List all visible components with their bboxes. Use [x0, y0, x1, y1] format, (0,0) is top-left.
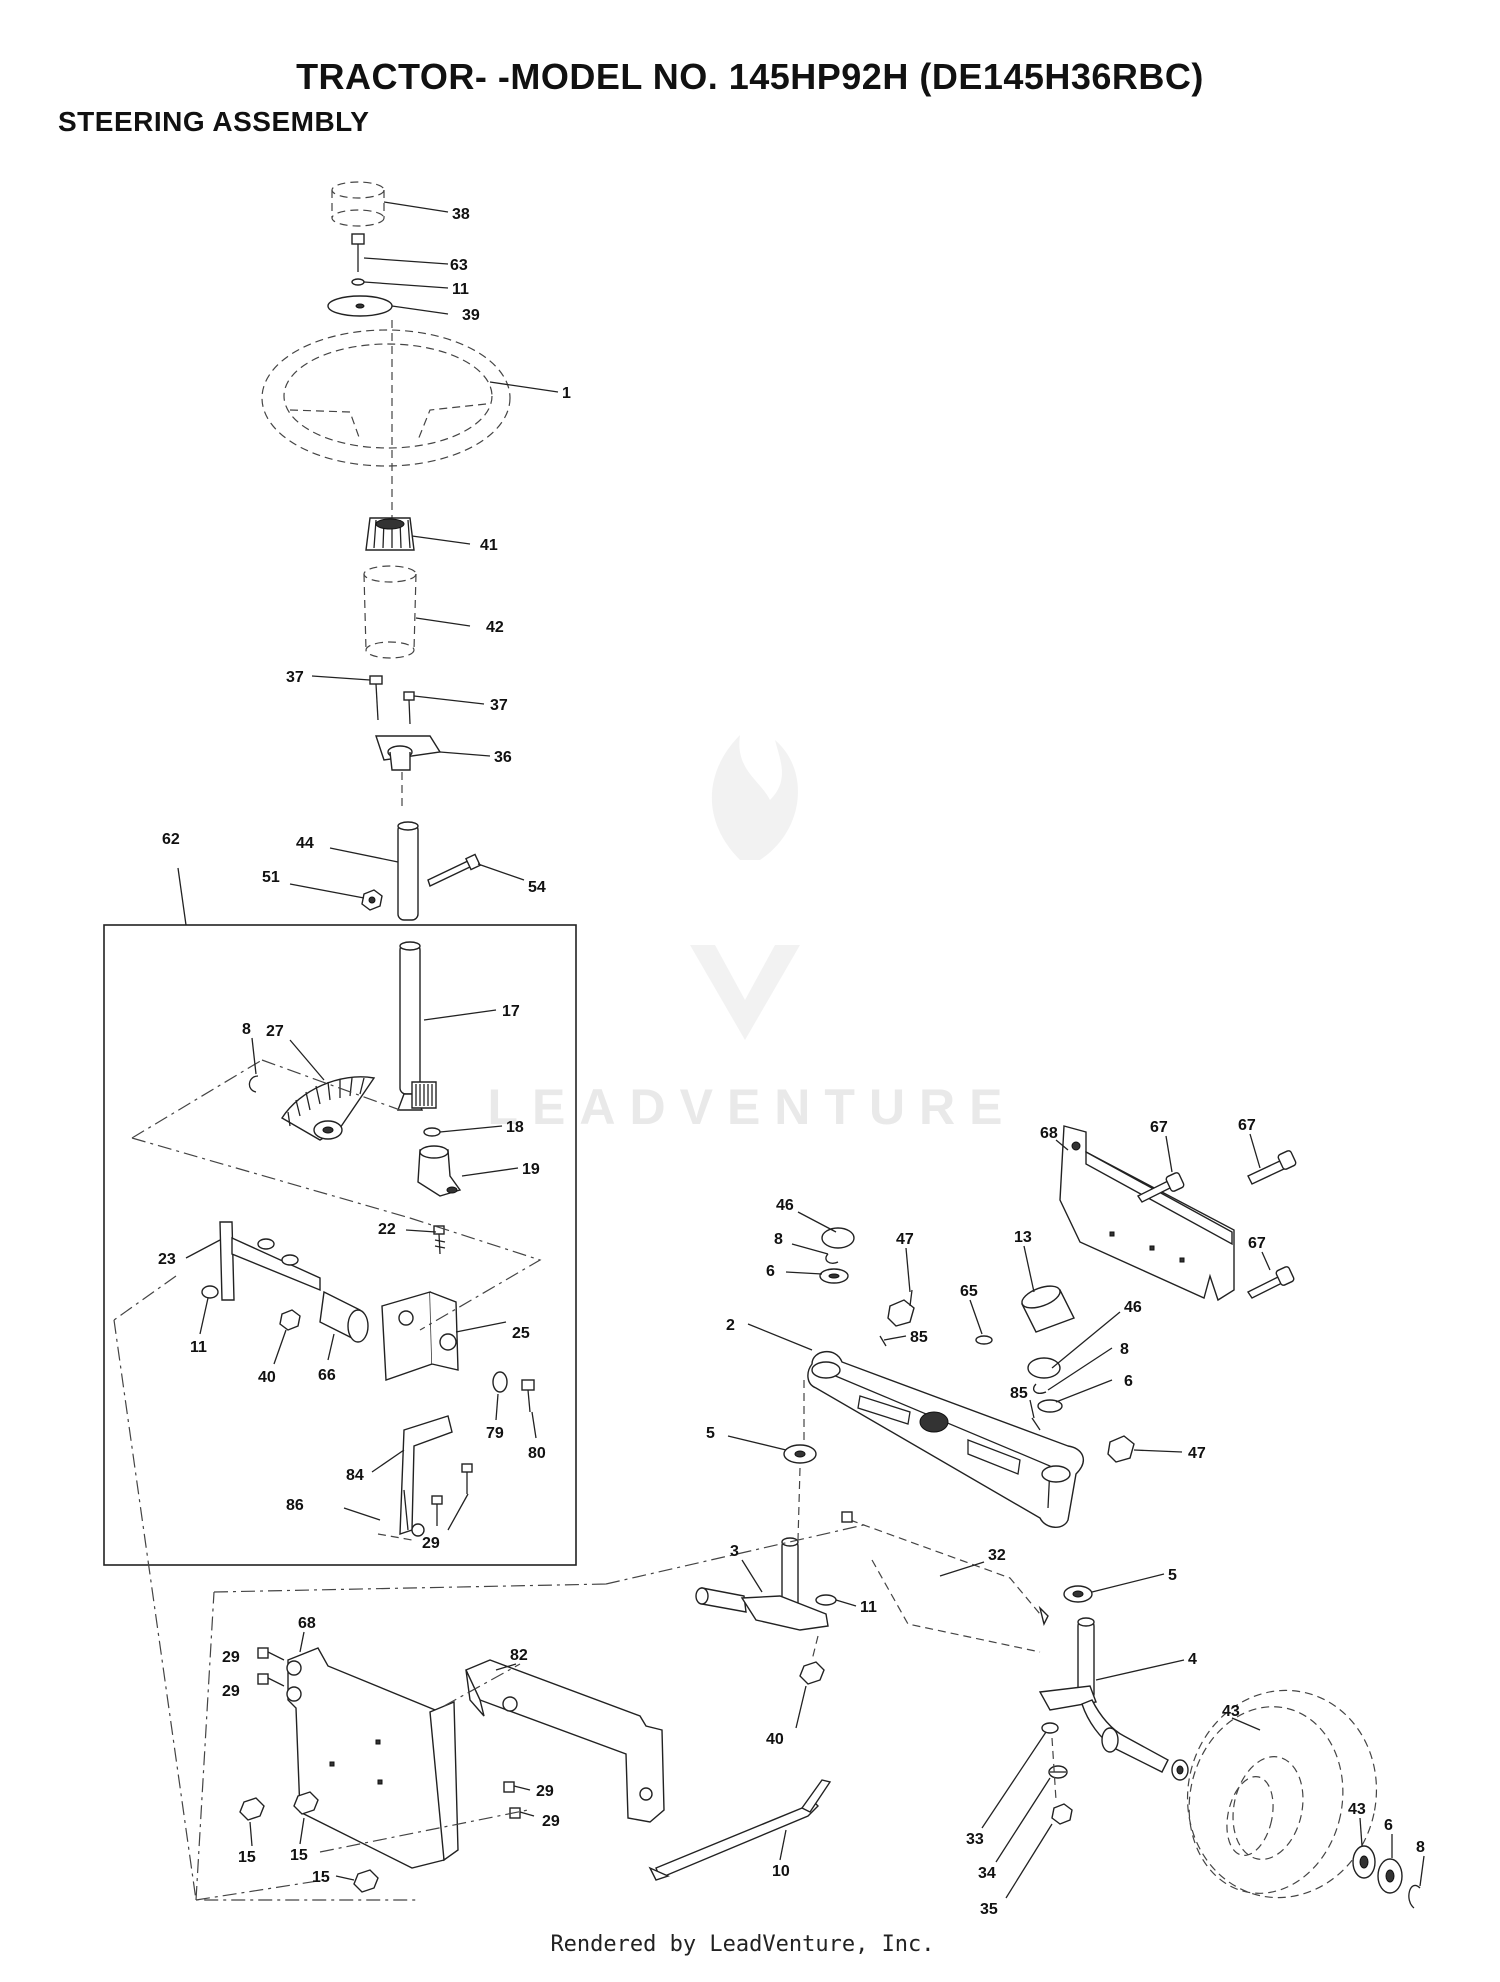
callout-label: 65 — [960, 1283, 978, 1300]
callout-label: 46 — [1124, 1299, 1142, 1316]
callout-label: 51 — [262, 869, 280, 886]
callout-label: 43 — [1222, 1703, 1240, 1720]
callout-label: 82 — [510, 1647, 528, 1664]
callout-label: 15 — [312, 1869, 330, 1886]
callout-label: 32 — [988, 1547, 1006, 1564]
callout-label: 15 — [290, 1847, 308, 1864]
callout-label: 39 — [462, 307, 480, 324]
callout-label: 63 — [450, 257, 468, 274]
callout-label: 47 — [896, 1231, 914, 1248]
lower-bracket-parts — [113, 1319, 1041, 1901]
callout-label: 17 — [502, 1003, 520, 1020]
callout-label: 29 — [542, 1813, 560, 1830]
callout-label: 66 — [318, 1367, 336, 1384]
callout-label: 11 — [452, 281, 469, 298]
callout-label: 80 — [528, 1445, 546, 1462]
callout-label: 11 — [190, 1339, 207, 1356]
callout-label: 36 — [494, 749, 512, 766]
steering-gear-assembly-box — [103, 867, 577, 1566]
callout-label: 40 — [766, 1731, 784, 1748]
callout-label: 5 — [706, 1425, 715, 1442]
callout-label: 2 — [726, 1317, 735, 1334]
callout-label: 19 — [522, 1161, 540, 1178]
page-title: TRACTOR- -MODEL NO. 145HP92H (DE145H36RB… — [296, 56, 1204, 97]
leadventure-watermark-logo — [690, 735, 800, 1040]
callout-label: 85 — [910, 1329, 928, 1346]
callout-label: 6 — [1384, 1817, 1393, 1834]
callout-label: 44 — [296, 835, 314, 852]
callout-label: 8 — [1120, 1341, 1129, 1358]
callout-label: 29 — [222, 1649, 240, 1666]
callout-label: 18 — [506, 1119, 524, 1136]
section-title: STEERING ASSEMBLY — [58, 106, 370, 137]
callout-label: 67 — [1238, 1117, 1256, 1134]
callout-label: 47 — [1188, 1445, 1206, 1462]
steering-column-parts — [261, 181, 511, 921]
watermark-text: LEADVENTURE — [487, 1079, 1016, 1135]
callout-label: 67 — [1248, 1235, 1266, 1252]
callout-label: 37 — [286, 669, 304, 686]
callout-label: 38 — [452, 206, 470, 223]
callout-label: 11 — [860, 1599, 877, 1616]
callout-label: 6 — [1124, 1373, 1133, 1390]
callout-label: 3 — [730, 1543, 739, 1560]
callout-label: 41 — [480, 537, 498, 554]
callout-label: 79 — [486, 1425, 504, 1442]
callout-label: 25 — [512, 1325, 530, 1342]
front-axle-parts — [695, 1125, 1421, 1909]
callout-label: 13 — [1014, 1229, 1032, 1246]
callout-label: 68 — [1040, 1125, 1058, 1142]
callout-label: 68 — [298, 1615, 316, 1632]
callout-label: 27 — [266, 1023, 284, 1040]
callout-label: 4 — [1188, 1651, 1197, 1668]
callout-label: 6 — [766, 1263, 775, 1280]
callout-label: 62 — [162, 831, 180, 848]
callout-label: 84 — [346, 1467, 364, 1484]
callout-label: 85 — [1010, 1385, 1028, 1402]
callout-label: 43 — [1348, 1801, 1366, 1818]
callout-label: 22 — [378, 1221, 396, 1238]
callout-label: 46 — [776, 1197, 794, 1214]
callout-label: 5 — [1168, 1567, 1177, 1584]
callout-label: 10 — [772, 1863, 790, 1880]
callout-label: 8 — [774, 1231, 783, 1248]
callout-label: 29 — [222, 1683, 240, 1700]
callout-label: 54 — [528, 879, 546, 896]
callout-label: 35 — [980, 1901, 998, 1918]
callout-label: 15 — [238, 1849, 256, 1866]
callout-leaders — [185, 201, 1425, 1899]
callout-labels: 38 63 11 39 1 41 42 37 37 36 62 44 54 51… — [158, 206, 1425, 1918]
callout-label: 1 — [562, 385, 571, 402]
callout-label: 8 — [1416, 1839, 1425, 1856]
callout-label: 42 — [486, 619, 504, 636]
callout-label: 23 — [158, 1251, 176, 1268]
callout-label: 33 — [966, 1831, 984, 1848]
callout-label: 40 — [258, 1369, 276, 1386]
callout-label: 86 — [286, 1497, 304, 1514]
callout-label: 67 — [1150, 1119, 1168, 1136]
callout-label: 29 — [536, 1783, 554, 1800]
callout-label: 37 — [490, 697, 508, 714]
callout-label: 8 — [242, 1021, 251, 1038]
footer-credit: Rendered by LeadVenture, Inc. — [550, 1932, 935, 1957]
callout-label: 34 — [978, 1865, 996, 1882]
callout-label: 29 — [422, 1535, 440, 1552]
